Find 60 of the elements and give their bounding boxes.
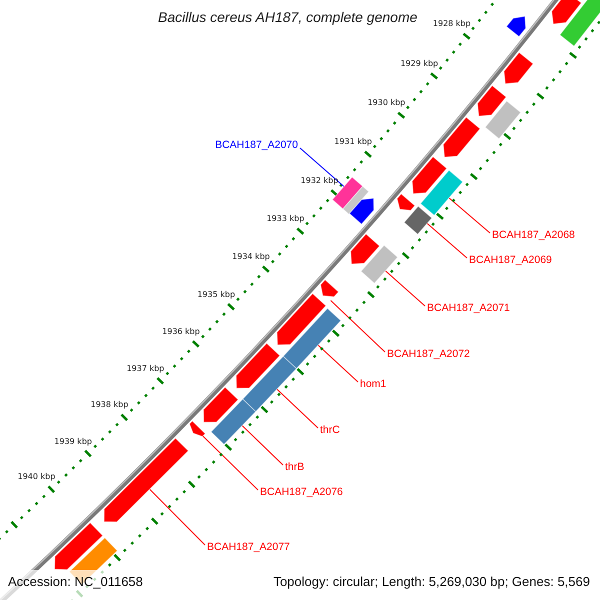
scale-label: 1929 kbp — [400, 58, 438, 68]
gene-feature — [484, 100, 522, 140]
gene-feature — [342, 186, 370, 215]
gene-feature — [348, 198, 374, 225]
leader-line — [149, 488, 206, 546]
gene-feature — [320, 279, 340, 298]
gene-feature — [210, 398, 256, 445]
gene-feature — [236, 342, 280, 389]
genome-info-text: Topology: circular; Length: 5,269,030 bp; Genes: 5,569 — [273, 575, 590, 590]
gene-feature — [506, 16, 526, 38]
accession-text: Accession: NC_011658 — [8, 575, 143, 590]
scale-label: 1934 kbp — [232, 252, 270, 262]
leader-line — [385, 270, 426, 306]
gene-label: BCAH187_A2076 — [260, 486, 343, 498]
leader-line — [300, 148, 344, 187]
scale-label: 1933 kbp — [266, 214, 304, 224]
gene-label: BCAH187_A2072 — [387, 348, 470, 360]
gene-label: hom1 — [360, 378, 386, 390]
leader-line — [448, 198, 490, 234]
leader-line — [330, 300, 386, 352]
gene-label: BCAH187_A2077 — [207, 541, 290, 554]
gene-label: BCAH187_A2070 — [215, 139, 298, 152]
scale-label: 1932 kbp — [300, 176, 338, 186]
gene-feature — [203, 386, 239, 423]
gene-label: BCAH187_A2071 — [427, 302, 510, 314]
scale-label: 1930 kbp — [368, 98, 406, 108]
gene-feature — [360, 244, 398, 284]
gene-feature — [104, 438, 189, 522]
scale-label: 1931 kbp — [334, 137, 372, 146]
gene-feature — [282, 308, 342, 370]
gene-feature — [551, 0, 582, 24]
gene-feature — [276, 293, 326, 346]
scale-label: 1938 kbp — [90, 400, 128, 410]
gene-feature — [404, 206, 432, 235]
gene-label: thrB — [285, 461, 304, 474]
scale-label: 1940 kbp — [18, 472, 56, 482]
scale-label: 1935 kbp — [197, 290, 236, 299]
gene-feature — [396, 193, 416, 211]
scale-label: 1936 kbp — [162, 326, 200, 336]
gene-label: BCAH187_A2068 — [492, 229, 575, 242]
gene-feature — [242, 356, 297, 412]
scale-label: 1939 kbp — [54, 436, 92, 446]
scale-label: 1937 kbp — [126, 364, 164, 374]
leader-line — [318, 344, 358, 382]
gene-feature — [350, 233, 380, 264]
leader-line — [276, 388, 318, 428]
title: Bacillus cereus AH187, complete genome — [158, 9, 418, 26]
gene-feature — [477, 85, 507, 117]
gene-feature — [442, 116, 481, 158]
gene-feature — [189, 420, 206, 437]
gene-label: thrC — [320, 424, 340, 436]
gene-feature — [420, 170, 464, 216]
gene-feature — [504, 52, 534, 84]
scale-label: 1928 kbp — [432, 19, 471, 28]
leader-line — [202, 436, 258, 490]
gene-label: BCAH187_A2069 — [469, 254, 552, 266]
gene-feature — [559, 0, 600, 47]
gene-feature — [412, 156, 448, 194]
leader-line — [426, 222, 468, 258]
leader-line — [242, 425, 284, 466]
